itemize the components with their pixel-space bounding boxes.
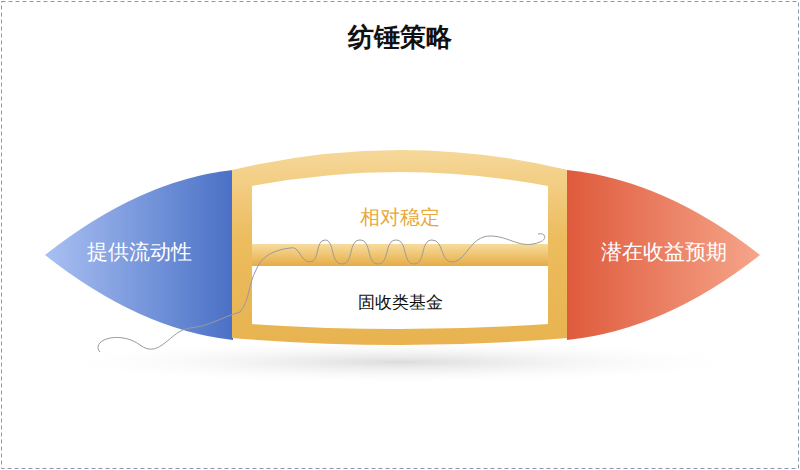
node-label: 潜在收益预期: [567, 238, 760, 266]
spindle-right-shape: [567, 170, 760, 340]
node-outline: [232, 148, 568, 348]
golden-frame: [232, 150, 568, 345]
frame-inner: [252, 172, 548, 329]
spindle-end: 潜在收益预期: [567, 168, 760, 342]
node-label: 提供流动性: [45, 238, 233, 266]
horizontal-bar: [252, 244, 548, 266]
spindle-left-shape: [45, 170, 233, 340]
spindle-end: 提供流动性: [45, 168, 233, 342]
diagram-title: 纺锤策略: [0, 20, 800, 55]
shadow: [40, 340, 760, 384]
thread-decoration: [98, 234, 545, 352]
node-body: 固收类基金: [252, 291, 548, 314]
node-label: 相对稳定: [252, 204, 548, 231]
stability-frame: 相对稳定固收类基金: [232, 148, 568, 348]
